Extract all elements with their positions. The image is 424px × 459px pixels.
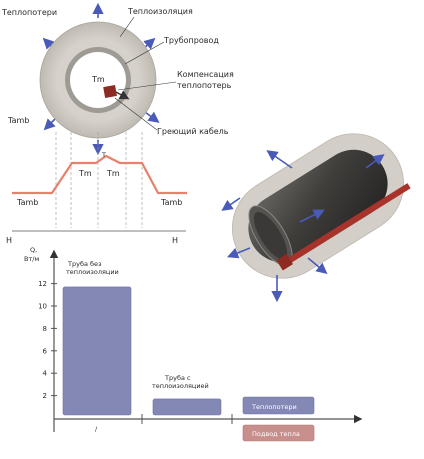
heat-arrow-3d-3 <box>227 247 251 259</box>
y-tick-label-4: 4 <box>43 370 48 378</box>
heat-loss-chart: Q, Вт/м 2 4 6 8 10 12 Труба без теплоизоляции… <box>24 246 363 442</box>
heat-arrow-3d-2 <box>221 197 241 211</box>
heating-cable-end <box>276 253 293 271</box>
bar-2 <box>152 398 222 416</box>
heat-arrow-3d-7 <box>365 154 385 169</box>
heat-loss-label: Теплопотери <box>1 8 57 17</box>
y-unit-label-2: Вт/м <box>24 255 39 263</box>
pipeline-leader <box>124 41 165 65</box>
heating-cable-leader <box>114 97 158 131</box>
y-tick-label-12: 12 <box>38 280 47 288</box>
heat-arrow-3d-1 <box>266 150 293 169</box>
tm-left-label: Tm <box>78 169 92 178</box>
bar1-label-2: теплоизоляции <box>66 268 119 276</box>
y-ticks: 2 4 6 8 10 12 <box>38 280 57 400</box>
legend-heat-loss-label: Теплопотери <box>251 403 297 411</box>
bar-1 <box>62 286 132 416</box>
temperature-profile: T Tm Tm Tamb Tamb H H <box>6 132 187 245</box>
compensation-arrow <box>115 90 130 100</box>
pipe-3d-illustration <box>221 133 411 303</box>
tamb-right-label: Tamb <box>160 198 182 207</box>
y-tick-label-10: 10 <box>38 303 47 311</box>
y-tick-label-6: 6 <box>43 347 48 355</box>
heat-loss-arrow-se <box>144 111 160 123</box>
heat-loss-arrow-sw <box>43 117 57 131</box>
pipeline-label: Трубопровод <box>163 36 219 45</box>
legend-heat-supply-label: Подвод тепла <box>252 430 300 438</box>
compensation-label-2: теплопотерь <box>177 81 232 90</box>
h-left-label: H <box>6 236 12 245</box>
pipe-cross-section: Tm Теплопотери Теплоизоляция Трубопровод… <box>1 2 234 156</box>
t-peak-label: T <box>101 151 106 159</box>
tm-label: Tm <box>91 75 105 84</box>
temperature-curve <box>12 154 187 195</box>
bar1-label-1: Труба без <box>67 260 102 268</box>
insulation-label: Теплоизоляция <box>127 7 193 16</box>
legend-heat-loss-box <box>242 396 315 415</box>
x-tick-mark: / <box>95 425 98 433</box>
tamb-label: Tamb <box>7 116 29 125</box>
heat-arrow-3d-6 <box>299 209 325 223</box>
y-unit-label-1: Q, <box>30 246 37 254</box>
heating-cable-marker <box>103 85 117 98</box>
y-tick-label-2: 2 <box>43 392 47 400</box>
h-right-label: H <box>172 236 178 245</box>
heating-cable-3d <box>283 183 411 266</box>
compensation-leader <box>117 81 177 91</box>
tamb-left-label: Tamb <box>16 198 38 207</box>
pipe-end-inner <box>253 212 288 260</box>
bars <box>62 286 222 416</box>
bar2-label-2: теплоизоляцией <box>152 382 209 390</box>
heat-arrow-3d-5 <box>307 257 328 275</box>
insulation-leader <box>119 16 135 38</box>
bar2-label-1: Труба с <box>164 374 191 382</box>
legend-heat-supply-box <box>242 424 315 442</box>
compensation-label-1: Компенсация <box>177 70 234 79</box>
heating-cable-label: Греющий кабель <box>157 127 229 136</box>
y-tick-label-8: 8 <box>43 325 47 333</box>
tm-right-label: Tm <box>106 169 120 178</box>
